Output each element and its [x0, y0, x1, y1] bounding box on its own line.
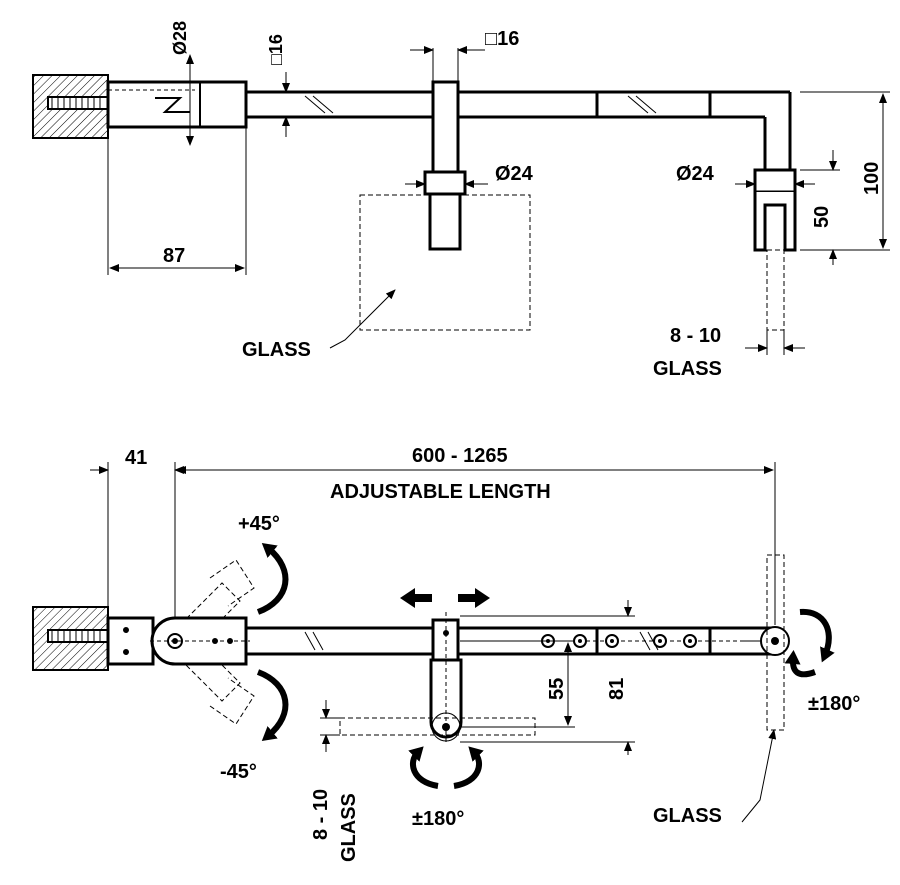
dim-length: 600 - 1265 [412, 445, 508, 467]
rotate-plus45-arrow [256, 542, 289, 615]
main-bar-bottom [246, 626, 790, 656]
label-adjustable-length: ADJUSTABLE LENGTH [330, 481, 551, 503]
rotate-center-arrow-right [453, 746, 484, 789]
label-glass-right-bottom: GLASS [653, 805, 722, 827]
dim-87: 87 [163, 245, 185, 267]
dim-square-16-top: □16 [485, 28, 519, 50]
label-glass-vertical: GLASS [338, 793, 360, 862]
rotate-right-arrow-bottom [784, 650, 816, 678]
dim-50: 50 [811, 206, 833, 228]
glass-panel-left-top [359, 194, 531, 331]
rotate-right-arrow-top [799, 608, 835, 663]
right-clamp-top [753, 168, 797, 252]
bottom-view: 41 600 - 1265 ADJUSTABLE LENGTH +45° -45… [32, 445, 860, 862]
wall-plate-bottom [106, 616, 155, 666]
dim-glass-thickness-bottom: 8 - 10 [310, 789, 332, 840]
dim-diameter-28: Ø28 [170, 21, 190, 55]
pivot-arm-bottom [150, 616, 250, 666]
ghost-rotations [174, 559, 255, 725]
dim-41: 41 [125, 447, 147, 469]
rotate-center-arrow-left [408, 746, 439, 789]
angle-plus45: +45° [238, 513, 280, 535]
dim-glass-thickness-top: 8 - 10 [670, 325, 721, 347]
rotate-right-label: ±180° [808, 693, 860, 715]
main-bar-top [246, 90, 792, 170]
dim-diameter-24-right: Ø24 [676, 163, 715, 185]
wall-fitting-top [106, 80, 248, 129]
wall-anchor-top [47, 96, 111, 110]
center-post-top [423, 80, 467, 251]
glass-panel-right-top [766, 249, 785, 331]
rotate-minus45-arrow [256, 669, 289, 742]
top-view: Ø28 □16 □16 Ø24 Ø24 87 100 50 [32, 21, 890, 380]
dim-diameter-24-left: Ø24 [495, 163, 534, 185]
center-slider-bottom [429, 612, 463, 745]
dim-81: 81 [606, 678, 628, 700]
angle-minus45: -45° [220, 761, 257, 783]
wall-anchor-bottom [47, 629, 111, 643]
dim-55: 55 [546, 678, 568, 700]
dim-square-16: □16 [266, 34, 286, 65]
slide-arrows [400, 588, 490, 608]
dim-100: 100 [861, 162, 883, 195]
rotate-center-label: ±180° [412, 808, 464, 830]
label-glass-right-top: GLASS [653, 358, 722, 380]
label-glass-left-top: GLASS [242, 339, 311, 361]
